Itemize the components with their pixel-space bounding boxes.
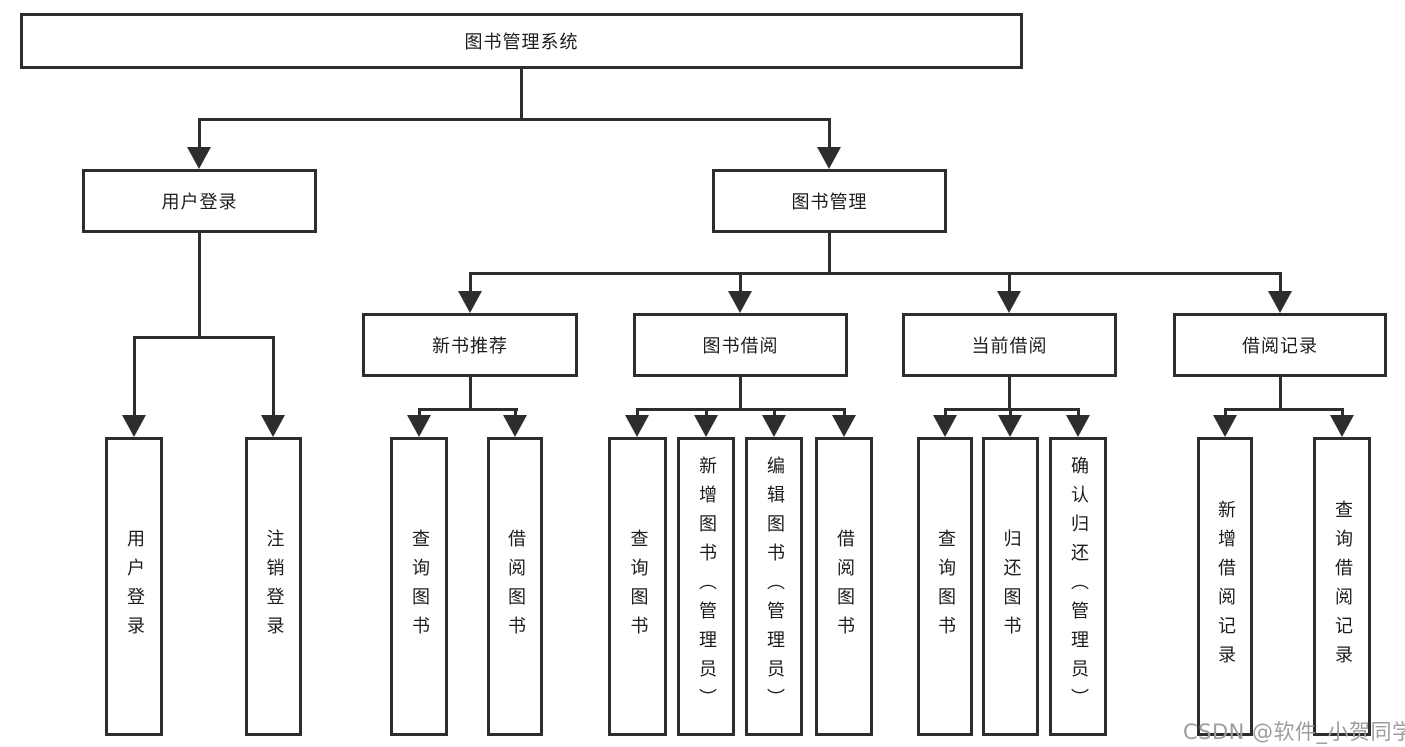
leaf-confirm-return-admin: 确认归还（管理员） [1049, 437, 1107, 736]
leaf-label: 查询借阅记录 [1332, 499, 1353, 674]
leaf-label: 查询图书 [627, 528, 649, 645]
leaf-edit-books-admin: 编辑图书（管理员） [745, 437, 803, 736]
arrowhead-icon [694, 415, 718, 437]
leaf-label: 借阅图书 [505, 528, 526, 645]
arrowhead-icon [625, 415, 649, 437]
arrowhead-icon [1066, 415, 1090, 437]
arrowhead-icon [503, 415, 527, 437]
leaf-borrow-books-recommend: 借阅图书 [487, 437, 543, 736]
csdn-watermark: CSDN @软件_小贺同学 [1183, 720, 1405, 744]
node-new-book-recommendation: 新书推荐 [362, 313, 578, 377]
node-book-borrowing: 图书借阅 [633, 313, 848, 377]
arrowhead-icon [1268, 291, 1292, 313]
leaf-query-books-recommend: 查询图书 [390, 437, 448, 736]
leaf-return-books: 归还图书 [982, 437, 1039, 736]
node-label: 新书推荐 [432, 336, 508, 357]
leaf-label: 借阅图书 [834, 528, 855, 645]
arrowhead-icon [187, 147, 211, 169]
arrowhead-icon [1213, 415, 1237, 437]
node-label: 图书借阅 [702, 336, 779, 357]
arrowhead-icon [762, 415, 786, 437]
arrowhead-icon [998, 415, 1022, 437]
leaf-user-login: 用户登录 [105, 437, 163, 736]
leaf-label: 归还图书 [1000, 528, 1022, 645]
leaf-label: 查询图书 [935, 528, 956, 645]
node-label: 图书管理 [791, 192, 868, 213]
node-label: 当前借阅 [971, 336, 1048, 357]
arrowhead-icon [1330, 415, 1354, 437]
leaf-borrow-books-borrowing: 借阅图书 [815, 437, 873, 736]
node-library-management-system: 图书管理系统 [20, 13, 1023, 69]
leaf-label: 确认归还（管理员） [1068, 456, 1089, 717]
leaf-query-books-borrowing: 查询图书 [608, 437, 667, 736]
arrowhead-icon [933, 415, 957, 437]
node-current-borrowing: 当前借阅 [902, 313, 1117, 377]
arrowhead-icon [407, 415, 431, 437]
leaf-add-books-admin: 新增图书（管理员） [677, 437, 735, 736]
arrowhead-icon [997, 291, 1021, 313]
leaf-label: 查询图书 [409, 528, 430, 645]
leaf-logout: 注销登录 [245, 437, 302, 736]
node-label: 图书管理系统 [464, 32, 579, 53]
arrowhead-icon [817, 147, 841, 169]
node-label: 用户登录 [161, 192, 238, 213]
arrowhead-icon [832, 415, 856, 437]
node-label: 借阅记录 [1242, 336, 1318, 357]
leaf-label: 新增图书（管理员） [696, 456, 717, 717]
leaf-add-borrow-record: 新增借阅记录 [1197, 437, 1253, 736]
arrowhead-icon [261, 415, 285, 437]
node-book-management: 图书管理 [712, 169, 947, 233]
leaf-query-borrow-record: 查询借阅记录 [1313, 437, 1371, 736]
node-borrow-records: 借阅记录 [1173, 313, 1387, 377]
node-user-login: 用户登录 [82, 169, 317, 233]
leaf-label: 用户登录 [124, 528, 145, 645]
leaf-label: 新增借阅记录 [1215, 499, 1236, 674]
arrowhead-icon [728, 291, 752, 313]
leaf-query-books-current: 查询图书 [917, 437, 973, 736]
leaf-label: 编辑图书（管理员） [764, 456, 785, 717]
leaf-label: 注销登录 [263, 528, 285, 645]
arrowhead-icon [458, 291, 482, 313]
arrowhead-icon [122, 415, 146, 437]
